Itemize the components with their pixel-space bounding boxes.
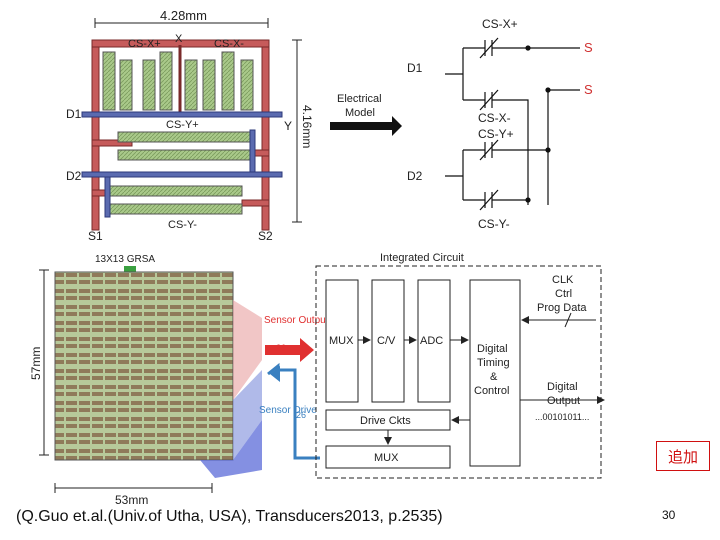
height-label: 4.16mm (300, 105, 314, 148)
em-cs-x-plus: CS-X+ (482, 17, 518, 31)
array-height-label: 57mm (29, 347, 43, 380)
added-stamp: 追加 (656, 441, 710, 471)
mux-label: MUX (329, 335, 354, 347)
array-title: 13X13 GRSA (95, 254, 155, 265)
drive-ckts-label: Drive Ckts (360, 415, 411, 427)
d1-rail (81, 111, 283, 118)
mux-bottom-block (325, 445, 451, 469)
cs-y-plus-label: CS-Y+ (166, 119, 199, 131)
arrow-label-line1: Electrical (337, 93, 382, 105)
mux-bottom-label: MUX (374, 452, 399, 464)
mux-block (325, 279, 359, 403)
bitstream-label: ...00101011... (535, 412, 589, 422)
width-label: 4.28mm (160, 8, 207, 23)
sensor-drive-arrow: Sensor Drive 26 (259, 362, 320, 460)
rail-left (91, 39, 100, 231)
page-number: 30 (662, 508, 676, 522)
y-electrodes (104, 129, 256, 218)
ic-title: Integrated Circuit (380, 252, 464, 264)
arrow-label-line2: Model (345, 107, 375, 119)
digital-timing-block (469, 279, 521, 467)
em-s-top: S (584, 40, 593, 55)
digital-output-line2: Output (547, 395, 580, 407)
x-electrodes (102, 45, 254, 112)
dt-line2: Timing (477, 357, 510, 369)
cv-label: C/V (377, 335, 396, 347)
clk-label: CLK (552, 274, 574, 286)
dt-line3: & (490, 371, 498, 383)
electrical-model (445, 37, 580, 211)
sensor-layout: 4.28mm 4.16mm CS-X+ X CS-X- D (66, 8, 314, 243)
em-s-bottom: S (584, 82, 593, 97)
cv-block (371, 279, 405, 403)
cs-x-plus-label: CS-X+ (128, 38, 161, 50)
y-label: Y (284, 119, 292, 133)
prog-data-label: Prog Data (537, 302, 587, 314)
ctrl-label: Ctrl (555, 288, 572, 300)
electrical-model-arrow: Electrical Model (330, 93, 402, 136)
sensor-output-count: 26 (276, 343, 286, 353)
d1-label: D1 (66, 107, 82, 121)
dt-line4: Control (474, 385, 509, 397)
sensor-grid (54, 271, 234, 461)
sensor-array: 13X13 GRSA 57mm 53mm (29, 254, 262, 507)
sensor-drive-count: 26 (296, 410, 306, 420)
citation-caption: (Q.Guo et.al.(Univ.of Utha, USA), Transd… (16, 508, 443, 525)
em-cs-y-plus: CS-Y+ (478, 127, 514, 141)
em-d2: D2 (407, 169, 423, 183)
s1-label: S1 (88, 229, 103, 243)
sensor-output-label: Sensor Output (264, 315, 329, 326)
adc-block (417, 279, 451, 403)
digital-output-line1: Digital (547, 381, 578, 393)
cs-x-minus-label: CS-X- (214, 38, 244, 50)
sensor-drive-label: Sensor Drive (259, 405, 317, 416)
sensor-output-arrow: Sensor Output 26 (264, 315, 329, 362)
em-d1: D1 (407, 61, 423, 75)
x-label: X (175, 33, 183, 45)
s2-label: S2 (258, 229, 273, 243)
em-cs-x-minus: CS-X- (478, 111, 511, 125)
d2-rail (81, 171, 283, 178)
dt-line1: Digital (477, 343, 508, 355)
d2-label: D2 (66, 169, 82, 183)
array-width-label: 53mm (115, 493, 148, 507)
adc-label: ADC (420, 335, 443, 347)
cs-y-minus-label: CS-Y- (168, 219, 197, 231)
em-cs-y-minus: CS-Y- (478, 217, 510, 231)
integrated-circuit: Integrated Circuit MUX C/V ADC Digital T… (315, 252, 605, 479)
